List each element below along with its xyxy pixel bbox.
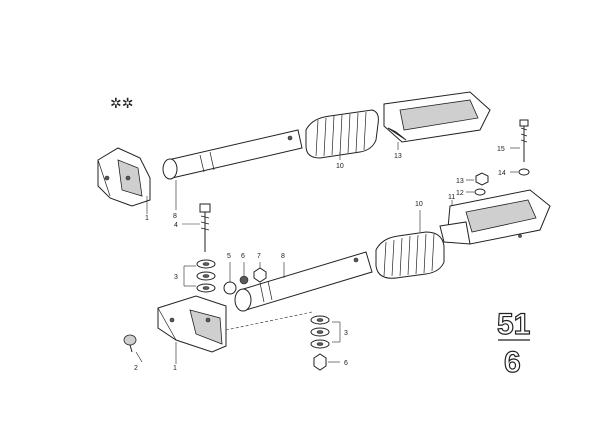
washer-14	[518, 168, 530, 176]
steering-housing	[439, 189, 551, 245]
double-asterisk-icon: ✲✲	[110, 95, 133, 111]
part-5	[223, 281, 237, 295]
label-10b: 10	[415, 201, 423, 208]
label-4: 4	[174, 222, 178, 229]
bolt-4	[199, 203, 211, 252]
bolt-15	[519, 119, 529, 162]
tie-rod-tube	[234, 251, 373, 312]
label-13a: 13	[394, 153, 402, 160]
top-tube	[162, 129, 303, 180]
label-14: 14	[498, 170, 506, 177]
label-3a: 3	[174, 274, 178, 281]
group-number-top: 51	[497, 308, 530, 341]
group-number-bottom: 6	[504, 346, 521, 379]
label-8a: 8	[173, 213, 177, 220]
group-number-badge: 51 6	[496, 307, 531, 379]
label-15: 15	[497, 146, 505, 153]
label-10a: 10	[336, 163, 344, 170]
part-6	[239, 275, 249, 285]
svg-text:✲✲: ✲✲	[110, 95, 133, 111]
label-13b: 13	[456, 178, 464, 185]
washer-stack-upper	[196, 259, 216, 293]
label-12: 12	[456, 190, 464, 197]
nut-13	[475, 172, 489, 186]
top-mounting-bracket	[97, 147, 151, 207]
label-8b: 8	[281, 253, 285, 260]
label-5: 5	[227, 253, 231, 260]
label-1b: 1	[173, 365, 177, 372]
lower-mounting-bracket	[157, 295, 227, 353]
washer-stack-lower	[310, 315, 330, 349]
label-7: 7	[257, 253, 261, 260]
top-steering-housing	[383, 91, 491, 143]
top-bellows-boot	[305, 109, 379, 159]
nut-6	[313, 353, 327, 371]
nut-7	[253, 267, 267, 283]
label-1a: 1	[145, 215, 149, 222]
label-3b: 3	[344, 330, 348, 337]
label-6b: 6	[344, 360, 348, 367]
label-6a: 6	[241, 253, 245, 260]
washer-12	[474, 188, 486, 196]
bushing-2	[123, 334, 137, 353]
bellows-boot	[375, 231, 445, 279]
label-11: 11	[448, 194, 455, 201]
label-2: 2	[134, 365, 138, 372]
